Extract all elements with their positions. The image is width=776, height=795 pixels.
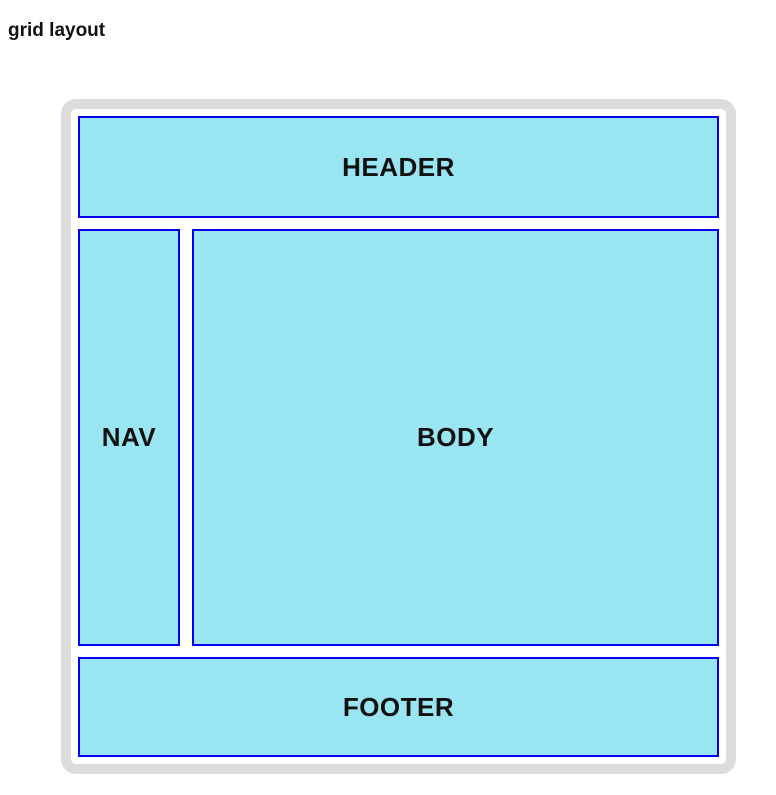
grid-region-body: BODY xyxy=(192,229,719,646)
page-title: grid layout xyxy=(8,20,106,41)
grid-region-header: HEADER xyxy=(78,116,719,218)
grid: HEADER NAV BODY FOOTER xyxy=(78,116,719,757)
body-region-label: BODY xyxy=(416,422,495,452)
grid-region-nav: NAV xyxy=(78,229,180,646)
nav-region-label: NAV xyxy=(101,422,157,452)
grid-region-footer: FOOTER xyxy=(78,657,719,757)
footer-region-label: FOOTER xyxy=(342,691,455,722)
grid-container: HEADER NAV BODY FOOTER xyxy=(61,99,736,774)
header-region-label: HEADER xyxy=(342,151,455,182)
